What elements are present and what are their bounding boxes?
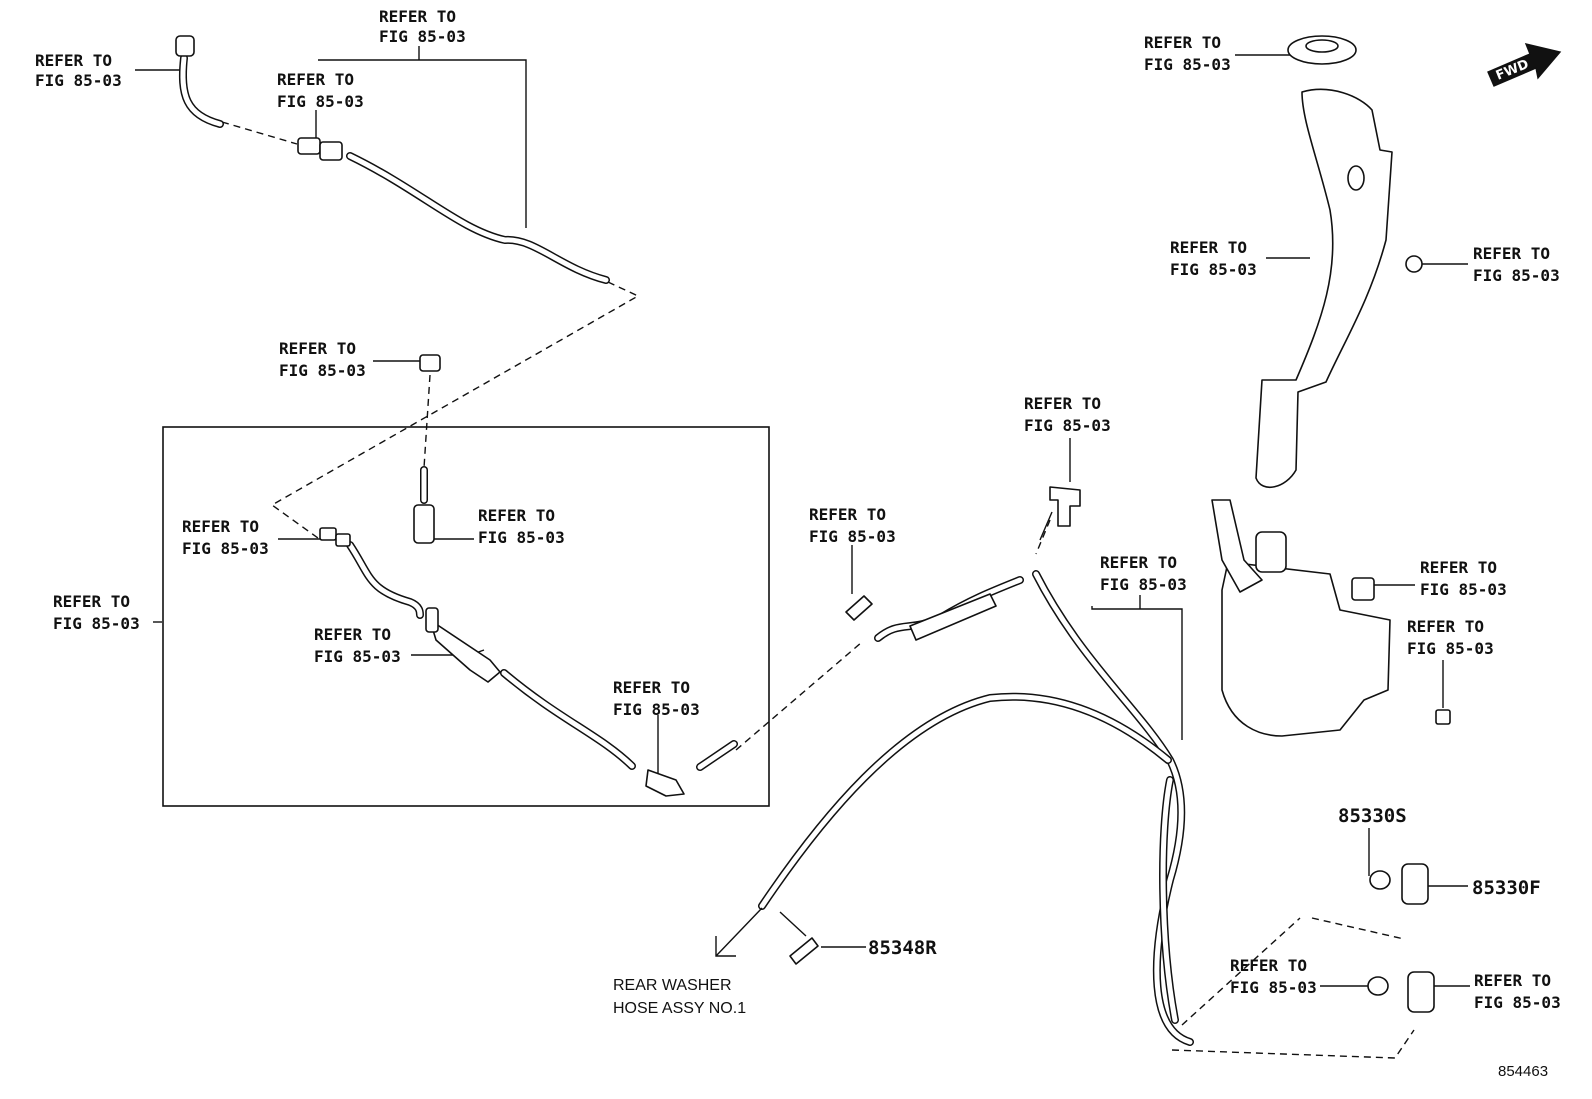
hose-parts [175, 35, 1081, 965]
refer-label-line1: REFER TO [277, 70, 354, 89]
refer-label-line2: FIG 85-03 [1474, 993, 1561, 1012]
refer-label-line1: REFER TO [379, 7, 456, 26]
refer-label-line2: FIG 85-03 [182, 539, 269, 558]
refer-label-line2: FIG 85-03 [1170, 260, 1257, 279]
part-number-85348R: 85348R [868, 937, 937, 959]
refer-label-line1: REFER TO [809, 505, 886, 524]
refer-label-line1: REFER TO [182, 517, 259, 536]
refer-label-line2: FIG 85-03 [53, 614, 140, 633]
refer-label-line2: FIG 85-03 [279, 361, 366, 380]
refer-label-line2: FIG 85-03 [1100, 575, 1187, 594]
refer-label-line1: REFER TO [314, 625, 391, 644]
part-number-labels: 85330S 85330F 85348R [868, 805, 1541, 959]
part-number-85330S: 85330S [1338, 805, 1407, 827]
refer-label-line2: FIG 85-03 [613, 700, 700, 719]
refer-label-line2: FIG 85-03 [1024, 416, 1111, 435]
rear-hose-arrow [715, 511, 1053, 957]
refer-label-line1: REFER TO [1100, 553, 1177, 572]
inset-frame [162, 426, 770, 807]
refer-label-line1: REFER TO [1144, 33, 1221, 52]
refer-label-line1: REFER TO [1420, 558, 1497, 577]
refer-label-line1: REFER TO [1170, 238, 1247, 257]
refer-label-line2: FIG 85-03 [277, 92, 364, 111]
rear-hose-line2: HOSE ASSY NO.1 [613, 1000, 746, 1017]
refer-label-line2: FIG 85-03 [809, 527, 896, 546]
refer-label-line1: REFER TO [1474, 971, 1551, 990]
refer-label-line2: FIG 85-03 [379, 27, 466, 46]
pump-assembly [1367, 863, 1435, 1013]
refer-label-line2: FIG 85-03 [1420, 580, 1507, 599]
washer-hoses [178, 54, 1194, 1046]
refer-label-line1: REFER TO [1024, 394, 1101, 413]
refer-labels: REFER TO FIG 85-03 REFER TO FIG 85-03 RE… [35, 7, 1561, 1012]
refer-label-line2: FIG 85-03 [1144, 55, 1231, 74]
refer-label-line1: REFER TO [613, 678, 690, 697]
refer-label-line1: REFER TO [53, 592, 130, 611]
refer-label-line1: REFER TO [478, 506, 555, 525]
dashed-connectors [221, 121, 1415, 1059]
rear-washer-hose-label: REAR WASHER HOSE ASSY NO.1 [613, 977, 746, 1017]
refer-label-line1: REFER TO [35, 51, 112, 70]
rear-hose-line1: REAR WASHER [613, 977, 732, 994]
refer-label-line2: FIG 85-03 [35, 71, 122, 90]
refer-label-line2: FIG 85-03 [1230, 978, 1317, 997]
refer-label-line1: REFER TO [279, 339, 356, 358]
part-number-85330F: 85330F [1472, 877, 1541, 899]
refer-label-line1: REFER TO [1230, 956, 1307, 975]
leader-lines [135, 46, 1470, 987]
illustration-number: 854463 [1498, 1063, 1548, 1080]
washer-tank-assembly [1211, 35, 1451, 737]
refer-label-line2: FIG 85-03 [478, 528, 565, 547]
refer-label-line2: FIG 85-03 [1473, 266, 1560, 285]
refer-label-line2: FIG 85-03 [314, 647, 401, 666]
refer-label-line2: FIG 85-03 [1407, 639, 1494, 658]
fwd-arrow-icon: FWD [1487, 43, 1562, 87]
refer-label-line1: REFER TO [1473, 244, 1550, 263]
refer-label-line1: REFER TO [1407, 617, 1484, 636]
